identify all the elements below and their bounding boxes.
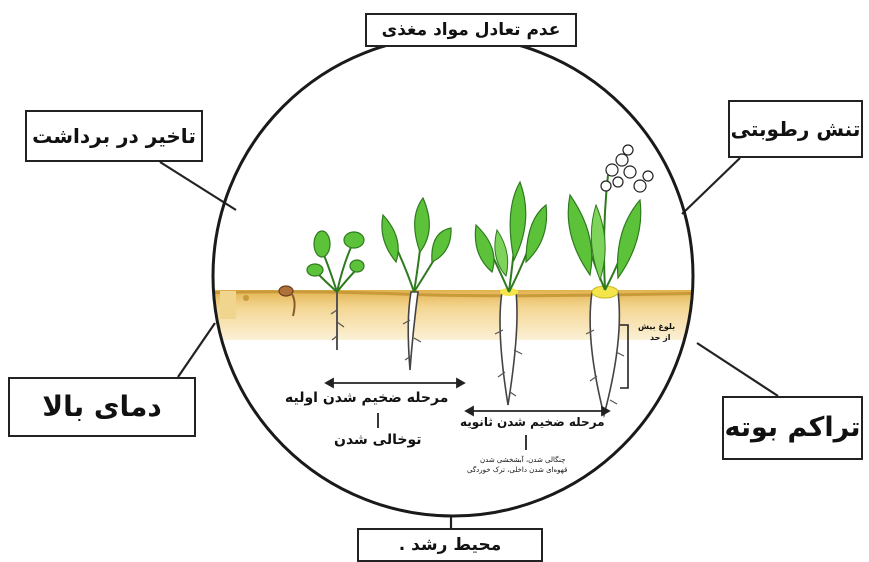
label-primary-thickening: مرحله ضخیم شدن اولیه	[285, 390, 448, 406]
label-secondary-thickening: مرحله ضخیم شدن ثانویه	[460, 415, 605, 429]
label-over-maturity-line2: از حد	[650, 333, 671, 342]
soil-band	[200, 290, 710, 340]
plant-young	[382, 198, 451, 370]
soil-left-edge	[220, 291, 236, 319]
factor-moisture-stress: تنش رطوبتی	[728, 100, 863, 158]
connector-top-right	[682, 158, 740, 214]
factor-delayed-harvest: تاخیر در برداشت	[25, 110, 203, 162]
label-hollowness: توخالی شدن	[334, 432, 421, 448]
connector-bottom-right	[697, 343, 778, 396]
label-defects-line2: قهوه‌ای شدن داخلی، ترک خوردگی	[467, 466, 567, 474]
factor-growth-medium: محیط رشد .	[357, 528, 543, 562]
factor-high-temperature: دمای بالا	[8, 377, 196, 437]
factor-plant-density: تراکم بوته	[722, 396, 863, 460]
connector-bottom-left	[178, 323, 215, 377]
label-over-maturity-line1: بلوغ بیش	[638, 322, 675, 331]
label-defects-line1: چنگالی شدن، آبشخشی شدن	[480, 456, 565, 464]
connector-lines	[160, 36, 778, 530]
factor-nutrient-imbalance: عدم تعادل مواد مغذی	[365, 13, 577, 47]
flower-cluster	[601, 145, 653, 192]
growth-circle	[213, 36, 693, 516]
plant-mature	[568, 145, 653, 415]
